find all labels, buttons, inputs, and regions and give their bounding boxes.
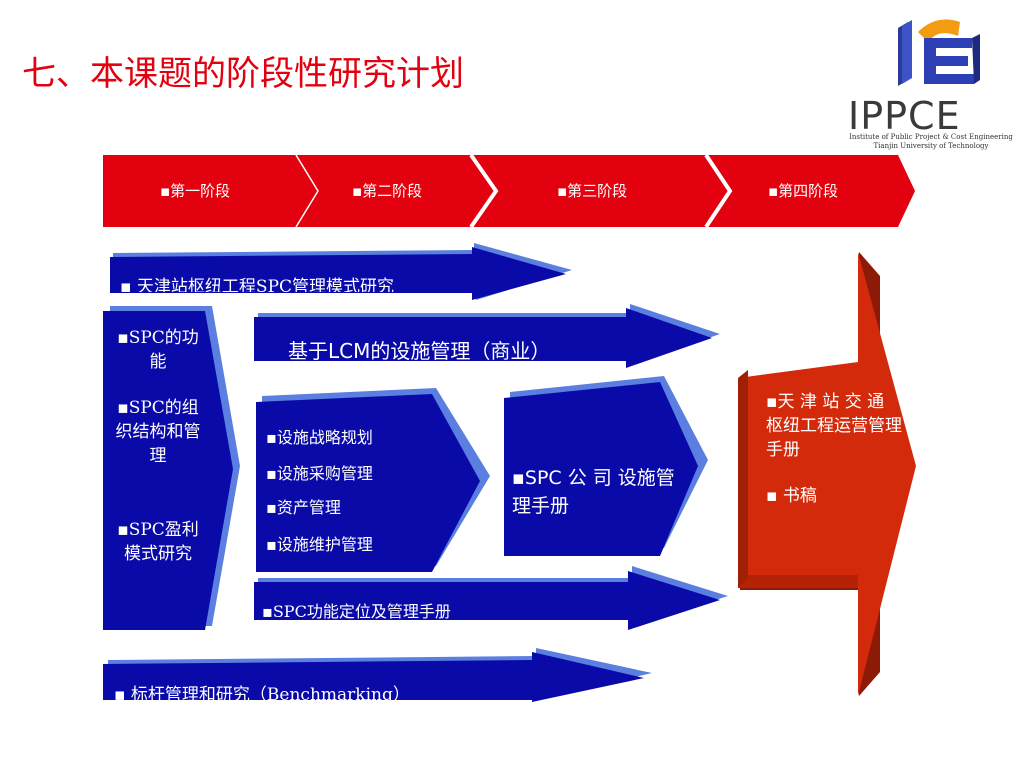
stage-bar-tip [898, 155, 915, 227]
logo-subtitle-2: Tianjin University of Technology [873, 142, 989, 150]
facility-item-3: ▪资产管理 [266, 498, 341, 517]
stage-label-3: ▪第三阶段 [557, 182, 628, 200]
arrow-lcm-label: 基于LCM的设施管理（商业） [288, 339, 551, 363]
stage-label-1: ▪第一阶段 [160, 182, 231, 200]
stage-bar [103, 153, 915, 229]
stage-label-4: ▪第四阶段 [768, 182, 839, 200]
facility-item-2: ▪设施采购管理 [266, 464, 373, 483]
page-title: 七、本课题的阶段性研究计划 [22, 54, 464, 94]
stage-divider-1 [295, 154, 319, 228]
ippce-logo [898, 19, 980, 86]
final-red-arrow [738, 252, 916, 696]
arrow-lcm [254, 304, 720, 368]
stage-label-2: ▪第二阶段 [352, 182, 423, 200]
left-item-3: ▪SPC盈利模式研究 [117, 520, 199, 564]
facility-chevron [256, 388, 490, 572]
arrow-top [110, 243, 572, 300]
spc-manual-chevron [504, 376, 708, 556]
arrow-benchmark-label: ▪ 标杆管理和研究（Benchmarking） [114, 685, 410, 700]
left-column [103, 306, 240, 630]
facility-item-4: ▪设施维护管理 [266, 535, 373, 554]
logo-name: IPPCE [848, 94, 961, 138]
stage-divider-2 [469, 153, 499, 229]
left-item-1: ▪SPC的功能 [117, 328, 199, 372]
stage-bar-bg [103, 155, 898, 227]
stage-divider-3 [704, 153, 733, 229]
arrow-benchmark [103, 648, 652, 702]
logo-subtitle-1: Institute of Public Project & Cost Engin… [849, 133, 1013, 141]
spc-manual-label: ▪SPC 公 司 设施管理手册 [512, 467, 675, 517]
facility-item-1: ▪设施战略规划 [266, 428, 373, 447]
arrow-spc-positioning-label: ▪SPC功能定位及管理手册 [262, 602, 451, 621]
final-box-line1: ▪天 津 站 交 通 枢纽工程运营管理手册 [766, 392, 902, 460]
arrow-spc-positioning [254, 566, 728, 630]
logo-mark-icon [898, 19, 980, 86]
left-item-2: ▪SPC的组织结构和管理 [115, 398, 201, 466]
arrow-top-label: ▪ 天津站枢纽工程SPC管理模式研究 [120, 277, 395, 292]
final-box-line2: ▪ 书稿 [766, 486, 817, 506]
